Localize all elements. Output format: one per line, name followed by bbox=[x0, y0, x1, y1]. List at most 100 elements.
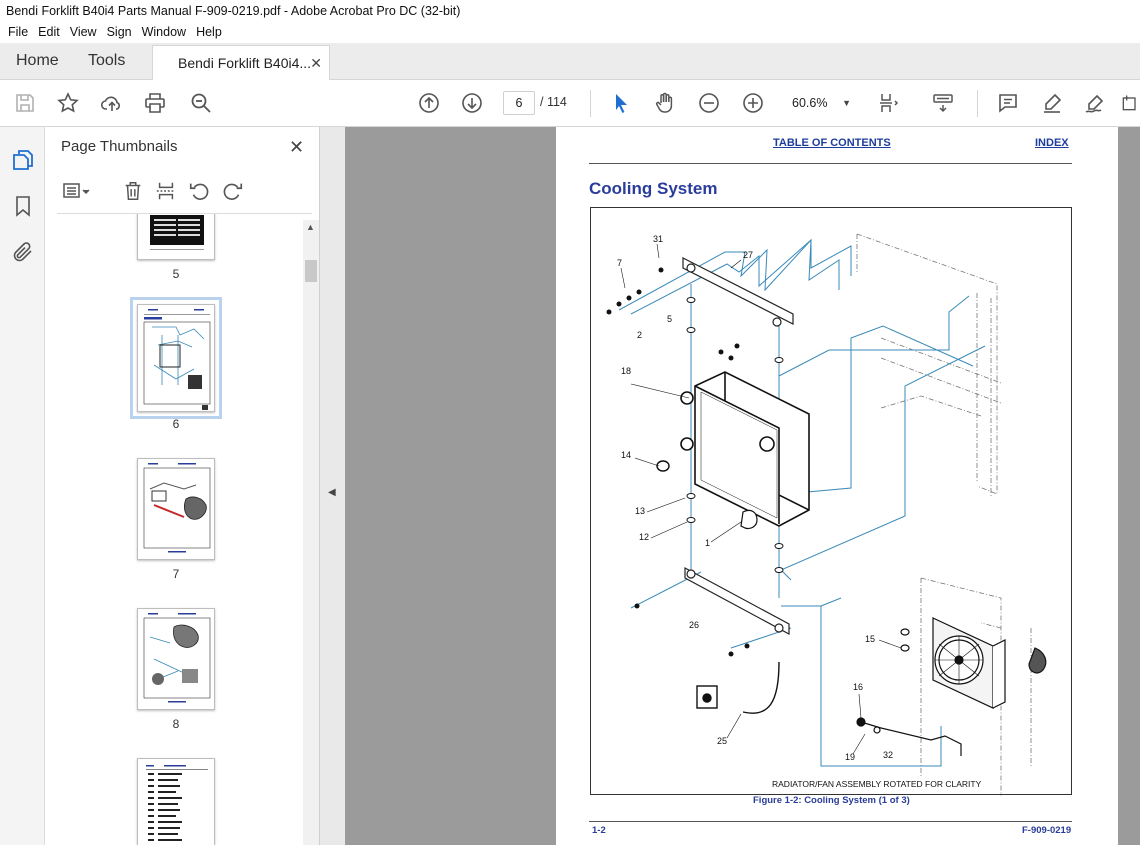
save-icon[interactable] bbox=[10, 89, 40, 117]
figure-caption: Figure 1-2: Cooling System (1 of 3) bbox=[753, 795, 910, 806]
callout-15: 15 bbox=[865, 634, 875, 644]
radiator bbox=[680, 371, 810, 527]
menu-file[interactable]: File bbox=[8, 25, 29, 39]
page-up-icon[interactable] bbox=[414, 89, 444, 117]
bottom-bracket bbox=[684, 566, 790, 636]
close-panel-icon[interactable]: ✕ bbox=[289, 137, 305, 157]
menu-help[interactable]: Help bbox=[196, 25, 222, 39]
toolbar-separator bbox=[590, 90, 591, 117]
thumbnail-page-8[interactable] bbox=[137, 608, 215, 710]
document-viewport[interactable]: TABLE OF CONTENTS INDEX Cooling System bbox=[345, 127, 1140, 845]
hand-pan-icon[interactable] bbox=[650, 89, 680, 117]
attachment-icon[interactable] bbox=[10, 239, 36, 265]
print-icon[interactable] bbox=[140, 89, 170, 117]
callout-12: 12 bbox=[639, 532, 649, 542]
insert-page-icon[interactable] bbox=[152, 177, 180, 205]
panel-title: Page Thumbnails bbox=[61, 138, 178, 155]
header-rule bbox=[589, 163, 1072, 164]
keyboard-scroll-icon[interactable] bbox=[928, 89, 958, 117]
left-navigation-rail bbox=[0, 127, 45, 845]
menu-bar: File Edit View Sign Window Help bbox=[0, 22, 1140, 43]
page-number-input[interactable]: 6 bbox=[503, 91, 535, 115]
fan-assembly bbox=[900, 617, 1047, 709]
highlight-pen-icon[interactable] bbox=[1037, 89, 1067, 117]
callout-27: 27 bbox=[743, 250, 753, 260]
callout-13: 13 bbox=[635, 506, 645, 516]
chevron-down-icon: ▼ bbox=[842, 98, 851, 108]
callout-2: 2 bbox=[637, 330, 642, 340]
thumbnail-list[interactable]: 5 6 bbox=[45, 214, 303, 845]
cooling-system-drawing: 31 7 27 5 2 18 14 13 12 1 26 15 16 25 19… bbox=[606, 233, 1047, 796]
rotate-right-icon[interactable] bbox=[219, 177, 247, 205]
zoom-level-select[interactable]: 60.6% ▼ bbox=[785, 91, 855, 115]
figure-note: RADIATOR/FAN ASSEMBLY ROTATED FOR CLARIT… bbox=[772, 779, 982, 789]
lower-hose bbox=[696, 661, 780, 714]
star-icon[interactable] bbox=[53, 89, 83, 117]
more-tools-icon[interactable] bbox=[1120, 89, 1140, 117]
top-bracket bbox=[682, 257, 794, 327]
fit-page-icon[interactable] bbox=[874, 89, 904, 117]
thumbnail-page-7[interactable] bbox=[137, 458, 215, 560]
panel-collapse-strip[interactable]: ◀ bbox=[320, 127, 345, 845]
thumbnail-toolbar bbox=[53, 177, 313, 207]
pdf-page: TABLE OF CONTENTS INDEX Cooling System bbox=[556, 127, 1118, 845]
thumbnail-page-6[interactable] bbox=[130, 297, 222, 419]
callout-31: 31 bbox=[653, 234, 663, 244]
callout-14: 14 bbox=[621, 450, 631, 460]
scrollbar-thumb[interactable] bbox=[305, 260, 317, 282]
close-tab-icon[interactable]: ✕ bbox=[310, 55, 322, 71]
delete-icon[interactable] bbox=[119, 177, 147, 205]
search-zoom-icon[interactable] bbox=[186, 89, 216, 117]
cloud-upload-icon[interactable] bbox=[97, 89, 127, 117]
callout-leaders bbox=[620, 243, 902, 755]
callout-18: 18 bbox=[621, 366, 631, 376]
tab-bar: Home Tools Bendi Forklift B40i4... ✕ bbox=[0, 43, 1140, 81]
footer-rule bbox=[589, 821, 1072, 822]
thumbnail-scrollbar[interactable]: ▲ bbox=[303, 220, 319, 845]
bolts bbox=[606, 267, 750, 657]
zoom-out-icon[interactable] bbox=[694, 89, 724, 117]
tab-document[interactable]: Bendi Forklift B40i4... ✕ bbox=[152, 45, 330, 81]
bookmark-icon[interactable] bbox=[10, 193, 36, 219]
thumbnail-label-7: 7 bbox=[172, 567, 180, 581]
window-title: Bendi Forklift B40i4 Parts Manual F-909-… bbox=[0, 0, 1140, 22]
callout-5: 5 bbox=[667, 314, 672, 324]
thumbnail-label-8: 8 bbox=[172, 717, 180, 731]
bottom-tube bbox=[856, 717, 962, 756]
callout-1: 1 bbox=[705, 538, 710, 548]
index-link[interactable]: INDEX bbox=[1035, 137, 1069, 149]
page-down-icon[interactable] bbox=[457, 89, 487, 117]
collapse-arrow-icon[interactable]: ◀ bbox=[328, 487, 336, 498]
callout-7: 7 bbox=[617, 258, 622, 268]
menu-edit[interactable]: Edit bbox=[38, 25, 60, 39]
hose-elbow bbox=[740, 509, 758, 530]
scroll-up-icon[interactable]: ▲ bbox=[306, 222, 315, 232]
tab-document-label: Bendi Forklift B40i4... bbox=[178, 55, 312, 71]
page-total: / 114 bbox=[540, 95, 567, 109]
part-callouts: 31 7 27 5 2 18 14 13 12 1 26 15 16 25 19… bbox=[617, 234, 893, 762]
main-toolbar: 6 / 114 60.6% ▼ bbox=[0, 80, 1140, 127]
callout-19: 19 bbox=[845, 752, 855, 762]
zoom-in-icon[interactable] bbox=[738, 89, 768, 117]
footer-document-code: F-909-0219 bbox=[1022, 825, 1072, 836]
sign-pen-icon[interactable] bbox=[1080, 89, 1110, 117]
thumbnail-label-5: 5 bbox=[172, 267, 180, 281]
rotate-left-icon[interactable] bbox=[185, 177, 213, 205]
footer-page-number: 1-2 bbox=[592, 825, 606, 836]
menu-view[interactable]: View bbox=[69, 25, 97, 39]
menu-sign[interactable]: Sign bbox=[106, 25, 132, 39]
callout-32: 32 bbox=[883, 750, 893, 760]
frame-outline bbox=[856, 233, 1032, 796]
menu-window[interactable]: Window bbox=[141, 25, 187, 39]
thumbnail-page-5[interactable] bbox=[137, 214, 215, 260]
thumbnail-page-9[interactable] bbox=[137, 758, 215, 845]
comment-icon[interactable] bbox=[993, 89, 1023, 117]
panel-divider bbox=[57, 213, 312, 214]
table-of-contents-link[interactable]: TABLE OF CONTENTS bbox=[773, 137, 891, 149]
tab-tools[interactable]: Tools bbox=[88, 52, 126, 69]
select-cursor-icon[interactable] bbox=[606, 89, 636, 117]
pages-icon[interactable] bbox=[10, 147, 36, 173]
thumbnail-options-icon[interactable] bbox=[59, 177, 95, 205]
tab-home[interactable]: Home bbox=[16, 52, 59, 69]
zoom-value: 60.6% bbox=[792, 96, 828, 110]
